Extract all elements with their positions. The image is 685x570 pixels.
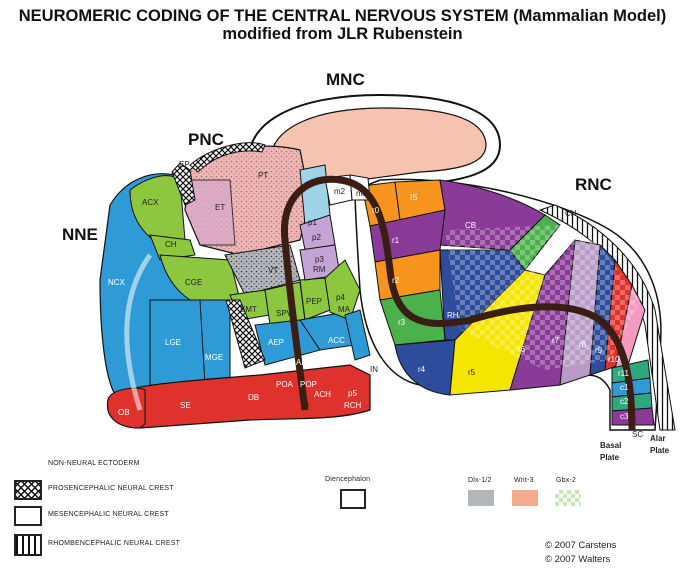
legend-swatch-prosencephalic <box>14 480 42 500</box>
label-m2: m2 <box>334 187 346 196</box>
label-vt: VT <box>268 266 278 275</box>
legend-diencephalon: Diencephalon <box>325 476 371 483</box>
vt-dots <box>225 245 300 295</box>
label-db: DB <box>248 393 259 402</box>
label-p3: p3 <box>315 255 324 264</box>
legend-swatch-rhombencephalic <box>14 534 42 556</box>
p5-region <box>344 309 371 361</box>
label-emt: EMT <box>240 305 257 314</box>
legend-swatch-wnt <box>512 490 538 506</box>
label-rm: RM <box>313 265 326 274</box>
legend-swatch-gbx <box>555 490 581 506</box>
label-acc: ACC <box>328 336 345 345</box>
diagram-title: NEUROMERIC CODING OF THE CENTRAL NERVOUS… <box>18 7 667 25</box>
label-r5: r5 <box>468 368 476 377</box>
label-ach: ACH <box>314 390 331 399</box>
label-r11: r11 <box>618 369 630 378</box>
label-r4: r4 <box>418 365 426 374</box>
legend-swatch-diencephalon <box>340 489 366 509</box>
label-is: IS <box>410 193 418 202</box>
prosencephalic-crest-3 <box>189 142 266 173</box>
label-ncx: NCX <box>108 278 126 287</box>
label-basal-plate: Plate <box>600 453 620 462</box>
legend-wnt: Wnt-3 <box>514 477 534 484</box>
prosencephalic-crest <box>171 162 196 206</box>
highlight-stroke <box>124 253 153 411</box>
checker-overlay <box>445 225 640 370</box>
spv-region <box>264 281 306 326</box>
axial-tract <box>280 175 636 431</box>
label-pnc: PNC <box>188 130 224 149</box>
mge-region <box>199 299 231 386</box>
copyright-carstens: © 2007 Carstens <box>545 540 617 551</box>
label-r3: r3 <box>398 318 406 327</box>
legend-swatch-mesencephalic <box>14 506 42 526</box>
label-ma: MA <box>338 305 351 314</box>
label-alar-plate: Plate <box>650 446 670 455</box>
label-c1: c1 <box>620 383 629 392</box>
label-et: ET <box>215 203 225 212</box>
label-ch-left: CH <box>165 240 177 249</box>
label-c3: c3 <box>620 412 629 421</box>
label-rch: RCH <box>344 401 362 410</box>
label-acx: ACX <box>142 198 159 207</box>
label-mnc: MNC <box>326 70 365 89</box>
diagram-subtitle: modified from JLR Rubenstein <box>222 25 463 43</box>
label-nne: NNE <box>62 225 98 244</box>
legend-mesencephalic: MESENCEPHALIC NEURAL CREST <box>48 511 169 518</box>
label-ob: OB <box>118 408 130 417</box>
label-basal: Basal <box>600 441 621 450</box>
legend-non-neural: NON-NEURAL ECTODERM <box>48 460 140 467</box>
label-r9: r9 <box>595 346 603 355</box>
legend-swatch-dlx <box>468 490 494 506</box>
label-cge: CGE <box>185 278 202 287</box>
label-c2: c2 <box>620 397 629 406</box>
prosencephalic-crest-2 <box>225 299 266 369</box>
label-r0: r0 <box>372 206 380 215</box>
label-p2: p2 <box>312 233 321 242</box>
label-m1: m1 <box>356 189 368 198</box>
label-pop: POP <box>300 380 317 389</box>
label-ch-right: CH <box>565 209 577 218</box>
label-in: IN <box>370 365 378 374</box>
label-r10: r10 <box>608 355 620 364</box>
copyright-walters: © 2007 Walters <box>545 554 611 565</box>
label-ep: EP <box>179 160 190 169</box>
label-pt: PT <box>258 171 268 180</box>
label-rnc: RNC <box>575 175 612 194</box>
legend-prosencephalic: PROSENCEPHALIC NEURAL CREST <box>48 485 174 492</box>
legend-gbx: Gbx-2 <box>556 477 577 484</box>
legend-dlx: Dlx-1/2 <box>468 477 492 484</box>
label-sc: SC <box>632 430 643 439</box>
label-aep: AEP <box>268 338 284 347</box>
label-r1: r1 <box>392 236 400 245</box>
label-mge: MGE <box>205 353 223 362</box>
label-rh: RH <box>447 311 459 320</box>
legend-rhombencephalic: RHOMBENCEPHALIC NEURAL CREST <box>48 540 181 547</box>
label-lge: LGE <box>165 338 181 347</box>
label-r7: r7 <box>552 336 560 345</box>
label-poa: POA <box>276 380 294 389</box>
label-p5: p5 <box>348 389 357 398</box>
p4-region <box>324 259 361 321</box>
ch-region <box>149 234 196 261</box>
label-r2: r2 <box>392 276 400 285</box>
label-r6: r6 <box>518 345 526 354</box>
label-cb: CB <box>465 221 476 230</box>
label-alar: Alar <box>650 434 666 443</box>
label-pep: PEP <box>306 297 322 306</box>
label-p1: p1 <box>308 218 317 227</box>
label-ah: AH <box>296 358 307 367</box>
label-r8: r8 <box>579 340 587 349</box>
label-se: SE <box>180 401 191 410</box>
label-spv: SPV <box>276 309 293 318</box>
label-p4: p4 <box>336 293 345 302</box>
